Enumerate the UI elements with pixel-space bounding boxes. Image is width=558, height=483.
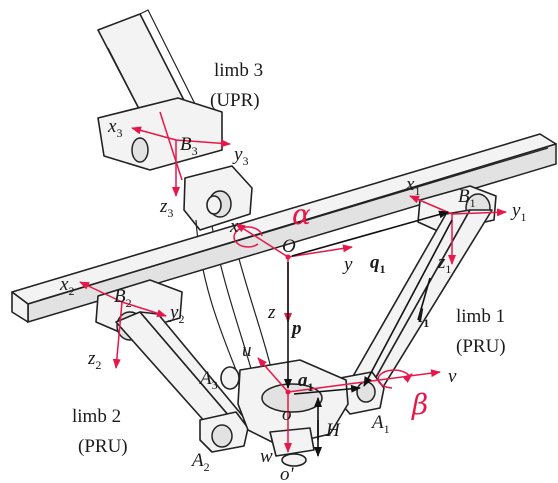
- limb-2-type: (PRU): [78, 436, 128, 457]
- axis-v-label: v: [448, 366, 457, 387]
- angle-beta-label: β: [411, 388, 428, 421]
- axis-z-label: z: [267, 302, 276, 323]
- vector-q1-label: q1: [370, 252, 386, 276]
- point-B3-label: B3: [180, 134, 198, 158]
- axis-y3-label: y3: [232, 144, 248, 168]
- point-A2-label: A2: [190, 450, 210, 474]
- point-B1-label: B1: [458, 186, 476, 210]
- point-B2-label: B2: [114, 286, 132, 310]
- axis-x1-label: x1: [405, 174, 420, 198]
- vector-q1: [291, 210, 449, 257]
- axis-x-label: x: [229, 216, 239, 237]
- vector-p-label: p: [290, 318, 302, 339]
- point-O-label: O: [282, 236, 296, 257]
- point-A1-label: A1: [370, 412, 390, 436]
- axis-z1-label: z1: [437, 252, 451, 276]
- vector-l1-label: l1: [418, 306, 429, 330]
- limb-3-universal-joint: [97, 97, 253, 231]
- axis-x3-label: x3: [107, 116, 122, 140]
- limb-2-frame-axes: [79, 281, 167, 369]
- angle-alpha-label: α: [292, 198, 311, 231]
- axis-y1-label: y1: [510, 200, 526, 224]
- limb-1-rod: [351, 209, 493, 393]
- vector-a1-label: a1: [298, 370, 314, 394]
- axis-z2-label: z2: [87, 348, 101, 372]
- limb-3-name: limb 3: [214, 60, 263, 81]
- point-o-label: o: [282, 404, 292, 425]
- limb-3-type: (UPR): [210, 90, 260, 111]
- vector-l1: [363, 219, 453, 387]
- limb-3-frame-axes: [131, 111, 231, 197]
- limb-1-type: (PRU): [456, 336, 506, 357]
- vector-a1: [293, 384, 361, 395]
- point-A3-label: A3: [198, 368, 218, 392]
- moving-platform: [220, 359, 349, 467]
- dimension-H-label: H: [325, 420, 341, 441]
- limb-2-joint: [199, 411, 249, 453]
- axis-y2-label: y2: [168, 302, 184, 326]
- axis-u-label: u: [242, 340, 252, 361]
- limb-1-name: limb 1: [456, 306, 505, 327]
- guide-rail: [11, 133, 557, 324]
- beta-rotation-arc: [377, 369, 413, 389]
- axis-z3-label: z3: [159, 196, 173, 220]
- axis-y-label: y: [342, 254, 353, 275]
- point-o-prime-label: o': [280, 464, 295, 483]
- limb-2-name: limb 2: [72, 406, 121, 427]
- axis-x2-label: x2: [59, 274, 74, 298]
- axis-w-label: w: [260, 446, 273, 467]
